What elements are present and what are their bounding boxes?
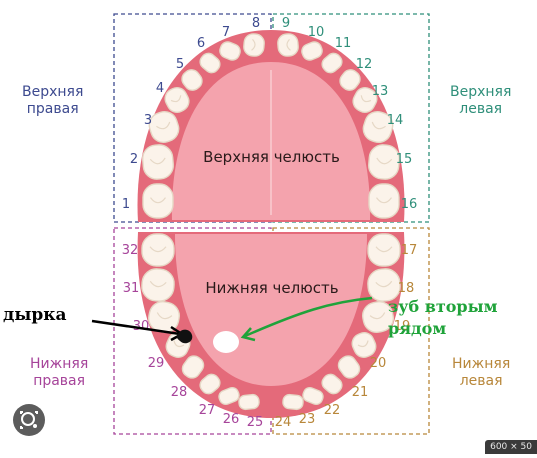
lower-left-tooth-number: 19	[394, 319, 411, 334]
lower-tooth	[362, 301, 394, 333]
upper-left-tooth-number: 14	[387, 113, 404, 128]
lower-left-tooth-number: 18	[398, 281, 415, 296]
upper-right-tooth-number: 4	[156, 81, 164, 96]
upper-tooth	[277, 33, 299, 57]
lower-teeth	[141, 233, 401, 411]
upper-tooth	[148, 110, 180, 144]
upper-tooth	[301, 41, 323, 61]
quadrant-lower-right-label: Нижняя правая	[30, 356, 89, 389]
upper-left-tooth-number: 13	[372, 84, 389, 99]
upper-right-tooth-number: 2	[130, 152, 138, 167]
lower-tooth	[238, 393, 260, 411]
lower-left-tooth-number: 21	[352, 385, 369, 400]
upper-jaw-label: Верхняя челюсть	[203, 148, 340, 166]
upper-tooth	[368, 144, 400, 180]
lower-left-tooth-number: 23	[299, 412, 316, 427]
upper-right-tooth-number: 8	[252, 16, 260, 31]
quadrant-lower-left-label: Нижняя левая	[452, 356, 511, 389]
upper-left-tooth-number: 12	[356, 57, 373, 72]
lower-left-tooth-number: 24	[275, 415, 292, 430]
lower-tooth	[181, 355, 205, 379]
lower-tooth	[321, 373, 343, 395]
black-arrow-line	[91, 319, 181, 336]
upper-right-tooth-number: 7	[222, 25, 230, 40]
upper-right-tooth-number: 3	[144, 113, 152, 128]
upper-tooth	[164, 87, 190, 113]
lower-left-tooth-number: 17	[401, 243, 418, 258]
upper-right-tooth-number: 1	[122, 197, 130, 212]
image-size-badge: 600 × 50	[485, 440, 537, 454]
green-arrow-line	[244, 296, 373, 338]
lower-tooth	[141, 268, 175, 302]
upper-tooth	[339, 69, 361, 91]
second-tooth-annotation: зуб вторым рядом	[388, 297, 498, 338]
upper-tooth	[142, 144, 174, 180]
lower-tooth	[218, 386, 240, 406]
green-arrow-head	[240, 327, 256, 342]
lower-right-tooth-number: 31	[123, 281, 140, 296]
upper-left-tooth-number: 16	[401, 197, 418, 212]
upper-tooth	[368, 183, 400, 219]
upper-tooth	[243, 33, 265, 57]
lower-left-tooth-number: 22	[324, 403, 341, 418]
lower-right-tooth-number: 30	[133, 319, 150, 334]
upper-tooth	[142, 183, 174, 219]
lower-tooth	[302, 386, 324, 406]
lens-icon[interactable]	[13, 404, 45, 436]
lower-left-tooth-number: 20	[370, 356, 387, 371]
lower-right-tooth-number: 25	[247, 415, 264, 430]
lower-tooth	[351, 332, 377, 358]
upper-left-tooth-number: 9	[282, 16, 290, 31]
quadrant-upper-right-label: Верхняя правая	[22, 84, 84, 117]
upper-right-tooth-number: 5	[176, 57, 184, 72]
lower-tooth	[337, 355, 361, 379]
upper-left-tooth-number: 11	[335, 36, 352, 51]
upper-tooth	[199, 52, 221, 74]
lower-left-frame	[272, 227, 430, 435]
upper-tooth	[219, 41, 241, 61]
hole-annotation: дырка	[3, 305, 67, 325]
upper-tooth	[321, 52, 343, 74]
lower-tooth	[282, 393, 304, 411]
lower-right-tooth-number: 26	[223, 412, 240, 427]
upper-left-tooth-number: 10	[308, 25, 325, 40]
lower-tooth	[367, 233, 401, 267]
upper-right-tooth-number: 6	[197, 36, 205, 51]
lower-right-tooth-number: 29	[148, 356, 165, 371]
lower-jaw-label: Нижняя челюсть	[205, 279, 339, 297]
lower-tooth	[199, 373, 221, 395]
lower-right-tooth-number: 28	[171, 385, 188, 400]
quadrant-upper-left-label: Верхняя левая	[450, 84, 512, 117]
white-blotch	[213, 331, 239, 353]
upper-teeth	[142, 33, 400, 219]
lower-tooth	[141, 233, 175, 267]
lower-tooth	[367, 268, 401, 302]
upper-tooth	[352, 87, 378, 113]
upper-left-tooth-number: 15	[396, 152, 413, 167]
hole-mark	[176, 329, 193, 344]
upper-tooth	[181, 69, 203, 91]
upper-tooth	[362, 110, 394, 144]
lower-right-tooth-number: 32	[122, 243, 139, 258]
lower-right-tooth-number: 27	[199, 403, 216, 418]
